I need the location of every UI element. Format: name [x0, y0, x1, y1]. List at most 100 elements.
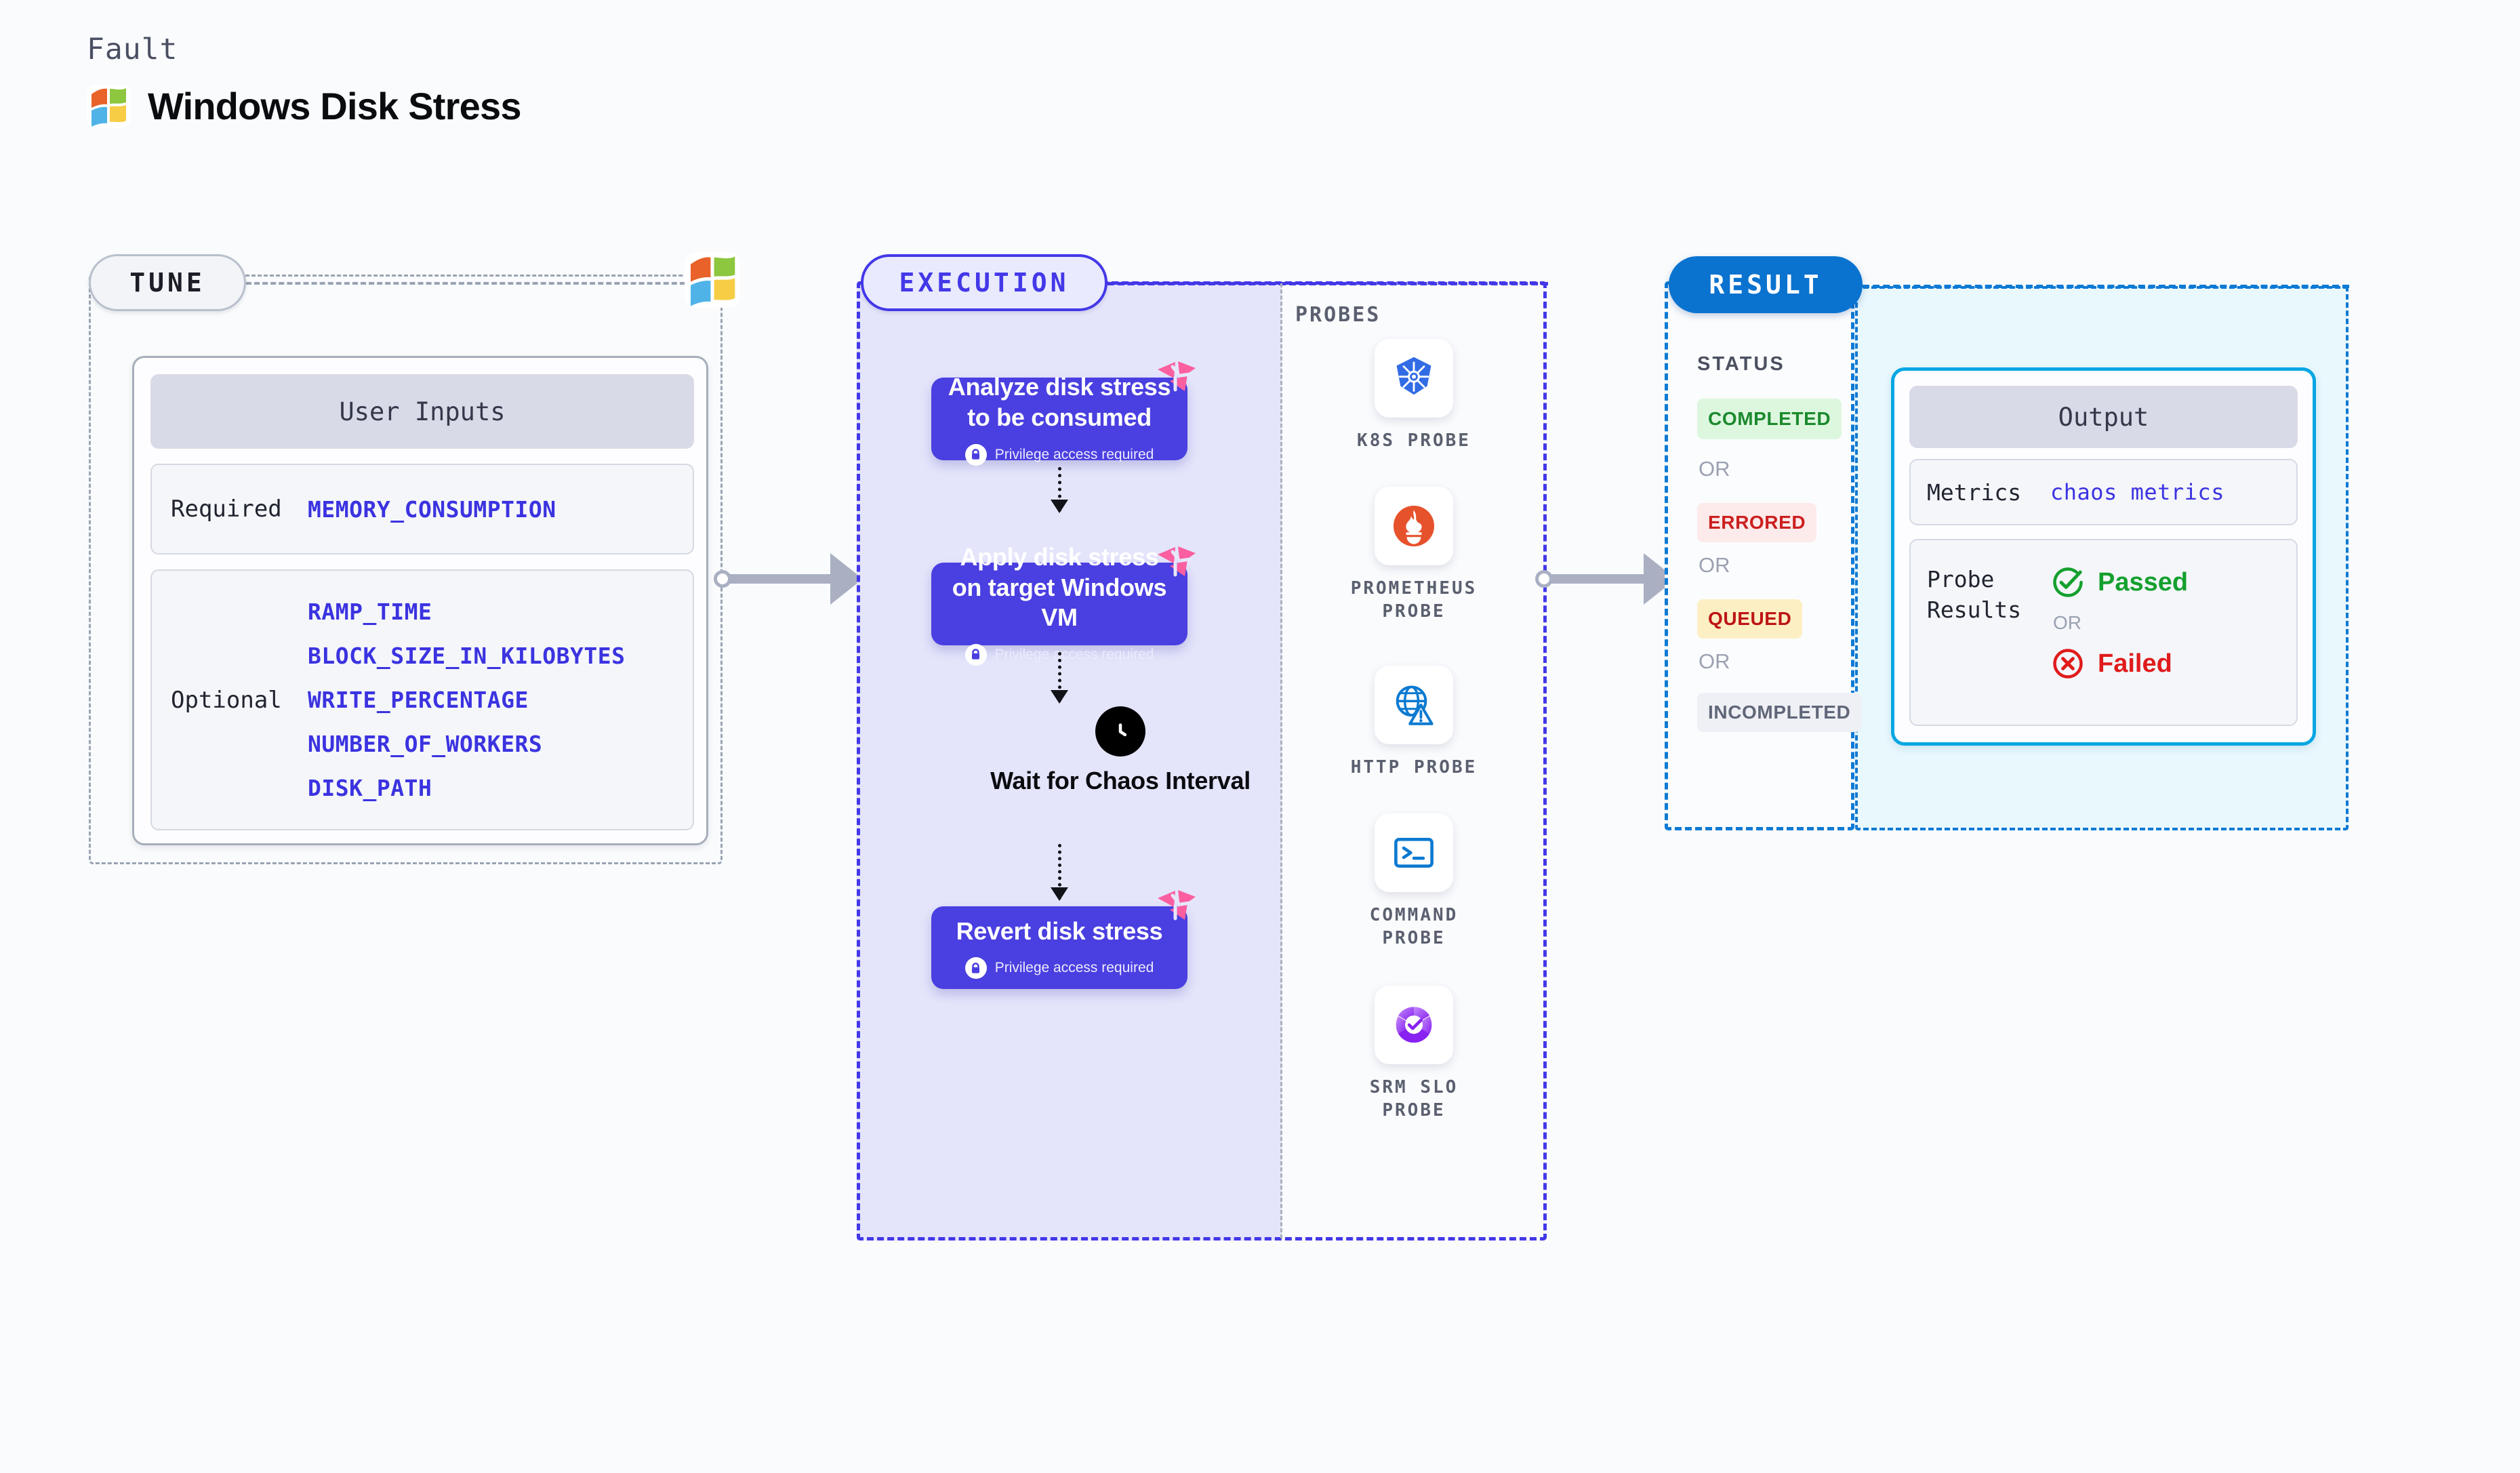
probe-label: COMMAND PROBE [1369, 905, 1459, 948]
probe-k8s[interactable]: K8S PROBE [1336, 339, 1492, 453]
execution-probes-divider [1280, 283, 1282, 1238]
param-block-size-in-kilobytes[interactable]: BLOCK_SIZE_IN_KILOBYTES [308, 643, 626, 669]
probe-result-passed: Passed [2050, 565, 2188, 600]
connector-bar [1550, 574, 1645, 584]
execution-stage [857, 281, 1547, 1240]
http-globe-warning-icon [1375, 666, 1453, 744]
result-badge[interactable]: RESULT [1669, 256, 1863, 313]
privilege-note-text: Privilege access required [994, 646, 1154, 662]
user-inputs-heading: User Inputs [150, 374, 694, 449]
wait-node: Wait for Chaos Interval [981, 706, 1259, 796]
windows-logo-icon [87, 84, 130, 128]
tune-stage [89, 275, 723, 864]
param-memory-consumption[interactable]: MEMORY_CONSUMPTION [308, 496, 556, 523]
param-number-of-workers[interactable]: NUMBER_OF_WORKERS [308, 731, 543, 757]
litmus-chaos-icon [1155, 545, 1198, 580]
param-ramp-time[interactable]: RAMP_TIME [308, 599, 432, 625]
optional-label: Optional [171, 686, 282, 714]
status-badge-queued: QUEUED [1697, 599, 1803, 639]
flow-arrow-line [1058, 652, 1061, 702]
probe-prometheus[interactable]: PROMETHEUS PROBE [1336, 487, 1492, 624]
status-title: STATUS [1697, 353, 1785, 375]
probe-results-label: Probe Results [1927, 566, 2022, 623]
probe-results-values: Passed OR Failed [2050, 565, 2188, 681]
execution-step-title: Apply disk stress on target Windows VM [952, 543, 1167, 632]
metrics-label: Metrics [1927, 479, 2022, 506]
required-label: Required [171, 496, 282, 523]
execution-step-title: Revert disk stress [956, 916, 1163, 945]
output-probe-results-row: Probe Results Passed OR [1909, 539, 2298, 726]
execution-step-title: Analyze disk stress to be consumed [948, 373, 1171, 431]
optional-params-row: Optional RAMP_TIME BLOCK_SIZE_IN_KILOBYT… [150, 569, 694, 830]
probe-srm-slo[interactable]: SRM SLO PROBE [1336, 986, 1492, 1123]
probe-label: HTTP PROBE [1350, 757, 1478, 778]
probes-title: PROBES [1295, 303, 1381, 327]
probe-label: PROMETHEUS PROBE [1350, 578, 1478, 622]
status-badge-incompleted: INCOMPLETED [1697, 693, 1862, 732]
passed-label: Passed [2098, 567, 2189, 597]
param-write-percentage[interactable]: WRITE_PERCENTAGE [308, 687, 529, 713]
flow-arrow-line [1058, 467, 1061, 512]
status-badge-completed: COMPLETED [1697, 399, 1842, 439]
required-values: MEMORY_CONSUMPTION [308, 496, 556, 523]
flow-arrow-head [1051, 690, 1068, 704]
execution-step-analyze[interactable]: Analyze disk stress to be consumed Privi… [931, 361, 1196, 466]
flow-arrow-3 [1051, 844, 1068, 901]
litmus-chaos-icon [1155, 360, 1198, 395]
fault-title-row: Windows Disk Stress [87, 84, 521, 128]
lock-icon [964, 443, 987, 466]
probe-label: K8S PROBE [1357, 430, 1471, 451]
srm-slo-icon [1375, 986, 1453, 1064]
connector-tune-to-execution [714, 553, 878, 605]
execution-badge[interactable]: EXECUTION [861, 254, 1107, 311]
output-card: Output Metrics chaos metrics Probe Resul… [1891, 367, 2316, 746]
page-title: Windows Disk Stress [148, 85, 521, 127]
status-or-1: OR [1699, 457, 1730, 481]
tune-leader-line [246, 282, 693, 285]
metrics-value[interactable]: chaos metrics [2050, 479, 2224, 505]
status-or-3: OR [1699, 649, 1730, 673]
kubernetes-icon [1375, 339, 1453, 418]
param-disk-path[interactable]: DISK_PATH [308, 775, 432, 801]
lock-icon [964, 957, 987, 980]
check-circle-icon [2050, 565, 2086, 600]
status-badge-errored: ERRORED [1697, 503, 1817, 542]
privilege-note-text: Privilege access required [994, 446, 1154, 462]
result-leader-line [1863, 285, 2349, 288]
optional-values: RAMP_TIME BLOCK_SIZE_IN_KILOBYTES WRITE_… [308, 599, 625, 801]
failed-label: Failed [2098, 649, 2172, 678]
windows-logo-icon [685, 252, 740, 308]
probes-fill [1282, 281, 1547, 1240]
flow-arrow-head [1051, 887, 1068, 901]
status-or-2: OR [1699, 553, 1730, 577]
execution-step-apply[interactable]: Apply disk stress on target Windows VM P… [931, 543, 1196, 666]
execution-step-revert[interactable]: Revert disk stress Privilege access requ… [931, 890, 1196, 989]
probe-label: SRM SLO PROBE [1369, 1077, 1459, 1121]
terminal-icon [1375, 813, 1453, 892]
x-circle-icon [2050, 646, 2086, 681]
wait-label: Wait for Chaos Interval [990, 767, 1251, 794]
probe-results-or: OR [2053, 612, 2081, 633]
flow-arrow-2 [1051, 652, 1068, 704]
probe-result-failed: Failed [2050, 646, 2188, 681]
privilege-note-text: Privilege access required [994, 960, 1154, 976]
output-metrics-row: Metrics chaos metrics [1909, 459, 2298, 525]
fault-kicker: Fault [87, 33, 178, 66]
flow-arrow-head [1051, 500, 1068, 513]
output-heading: Output [1909, 386, 2298, 448]
probe-http[interactable]: HTTP PROBE [1336, 666, 1492, 780]
flow-arrow-line [1058, 844, 1061, 900]
tune-badge[interactable]: TUNE [89, 254, 246, 311]
probe-command[interactable]: COMMAND PROBE [1336, 813, 1492, 950]
litmus-chaos-icon [1155, 889, 1198, 924]
lock-icon [964, 643, 987, 666]
privilege-note: Privilege access required [964, 957, 1154, 980]
user-inputs-card: User Inputs Required MEMORY_CONSUMPTION … [132, 356, 708, 845]
clock-icon [1095, 706, 1145, 756]
page-header: Fault Windows Disk Stress [87, 33, 521, 128]
privilege-note: Privilege access required [964, 443, 1154, 466]
prometheus-icon [1375, 487, 1453, 565]
privilege-note: Privilege access required [964, 643, 1154, 666]
result-stage [1665, 281, 1854, 830]
required-params-row: Required MEMORY_CONSUMPTION [150, 464, 694, 554]
